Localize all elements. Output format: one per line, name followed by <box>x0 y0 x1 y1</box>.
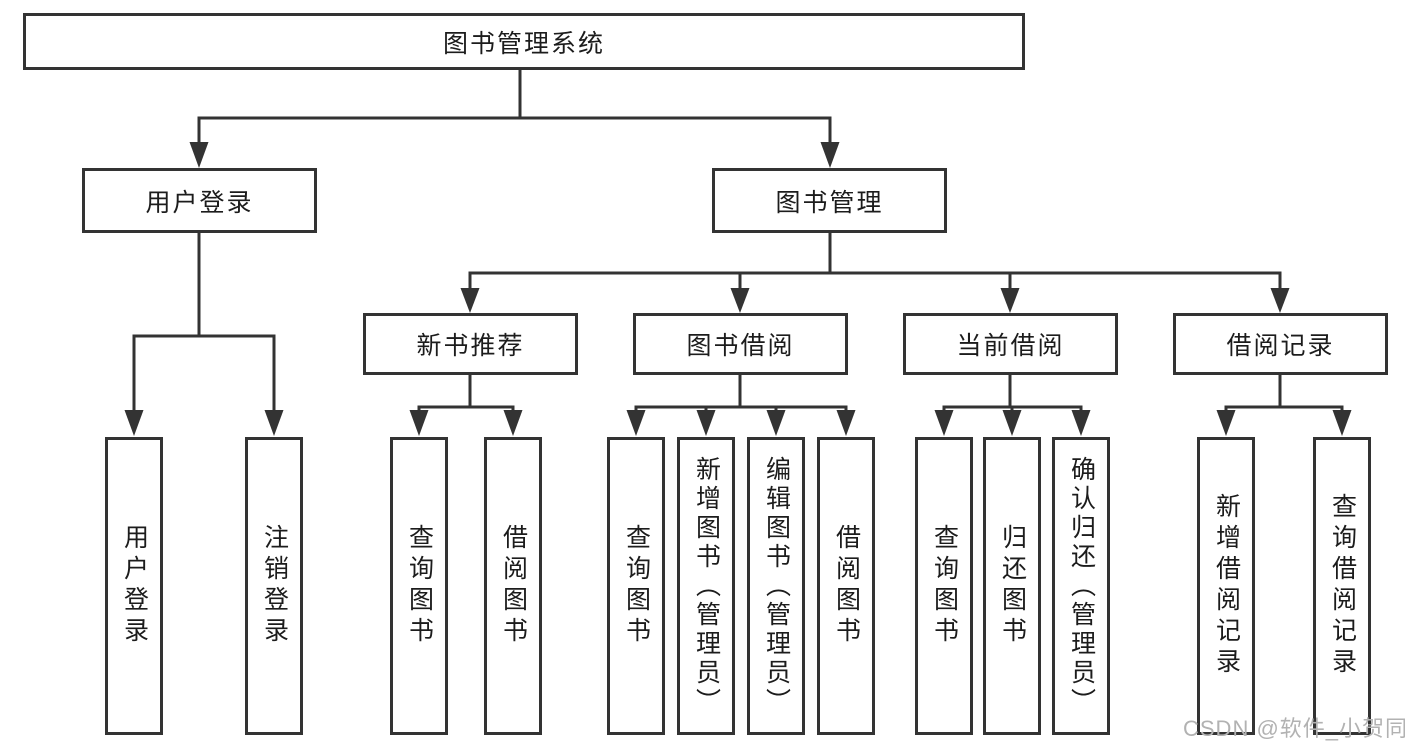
arrowhead <box>264 410 284 436</box>
arrowhead <box>696 410 716 436</box>
csdn-watermark: CSDN @软件_小贺同学 <box>1183 716 1405 741</box>
arrowhead <box>766 410 786 436</box>
node-label: 注销登录 <box>260 524 289 648</box>
node-label: 图书管理系统 <box>442 29 605 58</box>
node-label: 借阅图书 <box>832 524 861 648</box>
leaf-borrow-books-under-borrowing: 借阅图书 <box>817 437 875 735</box>
connector-root-to-level2 <box>189 70 840 168</box>
arrowhead <box>1270 288 1290 313</box>
arrowhead <box>1002 410 1022 436</box>
arrowhead <box>934 410 954 436</box>
node-library-management-system: 图书管理系统 <box>23 13 1025 70</box>
node-label: 借阅图书 <box>499 524 528 648</box>
leaf-borrow-books-under-new-book: 借阅图书 <box>484 437 542 735</box>
node-label: 新增借阅记录 <box>1212 493 1241 679</box>
leaf-add-borrowing-record: 新增借阅记录 <box>1197 437 1255 735</box>
node-label: 新书推荐 <box>416 332 525 360</box>
arrowhead <box>189 142 209 168</box>
connector-book-borrow-to-children <box>626 375 856 436</box>
node-label: 归还图书 <box>998 524 1027 648</box>
node-label: 图书借阅 <box>686 332 795 360</box>
arrowhead <box>503 410 523 436</box>
arrowhead <box>836 410 856 436</box>
arrowhead <box>124 410 144 436</box>
node-label: 当前借阅 <box>956 332 1065 360</box>
node-label: 编辑图书（管理员） <box>762 455 791 717</box>
node-label: 新增图书（管理员） <box>692 455 721 717</box>
connector-book-management-to-level3 <box>460 233 1290 313</box>
leaf-user-login: 用户登录 <box>105 437 163 735</box>
node-new-book-recommendation: 新书推荐 <box>363 313 578 375</box>
connector-borrow-records-to-children <box>1216 375 1352 436</box>
leaf-logout: 注销登录 <box>245 437 303 735</box>
arrowhead <box>1216 410 1236 436</box>
arrowhead <box>460 288 480 313</box>
node-book-management: 图书管理 <box>712 168 947 233</box>
leaf-query-books-under-new-book: 查询图书 <box>390 437 448 735</box>
node-label: 图书管理 <box>775 188 884 217</box>
arrowhead <box>626 410 646 436</box>
node-current-borrowing: 当前借阅 <box>903 313 1118 375</box>
node-label: 查询图书 <box>622 524 651 648</box>
arrowhead <box>820 142 840 168</box>
leaf-query-borrowing-record: 查询借阅记录 <box>1313 437 1371 735</box>
leaf-query-books-under-borrowing: 查询图书 <box>607 437 665 735</box>
leaf-return-books: 归还图书 <box>983 437 1041 735</box>
node-label: 查询图书 <box>930 524 959 648</box>
leaf-edit-books-admin: 编辑图书（管理员） <box>747 437 805 735</box>
node-book-borrowing: 图书借阅 <box>633 313 848 375</box>
node-label: 用户登录 <box>145 188 254 217</box>
arrowhead <box>730 288 750 313</box>
arrowhead <box>409 410 429 436</box>
node-label: 查询借阅记录 <box>1328 493 1357 679</box>
leaf-confirm-return-admin: 确认归还（管理员） <box>1052 437 1110 735</box>
node-user-login: 用户登录 <box>82 168 317 233</box>
node-label: 用户登录 <box>120 524 149 648</box>
connector-current-borrow-to-children <box>934 375 1091 436</box>
arrowhead <box>1071 410 1091 436</box>
leaf-query-books-under-current: 查询图书 <box>915 437 973 735</box>
connector-new-book-to-children <box>409 375 523 436</box>
arrowhead <box>1332 410 1352 436</box>
leaf-add-books-admin: 新增图书（管理员） <box>677 437 735 735</box>
node-borrowing-records: 借阅记录 <box>1173 313 1388 375</box>
node-label: 确认归还（管理员） <box>1067 455 1096 717</box>
node-label: 借阅记录 <box>1226 332 1335 360</box>
connector-user-login-to-children <box>124 233 284 436</box>
node-label: 查询图书 <box>405 524 434 648</box>
arrowhead <box>1000 288 1020 313</box>
